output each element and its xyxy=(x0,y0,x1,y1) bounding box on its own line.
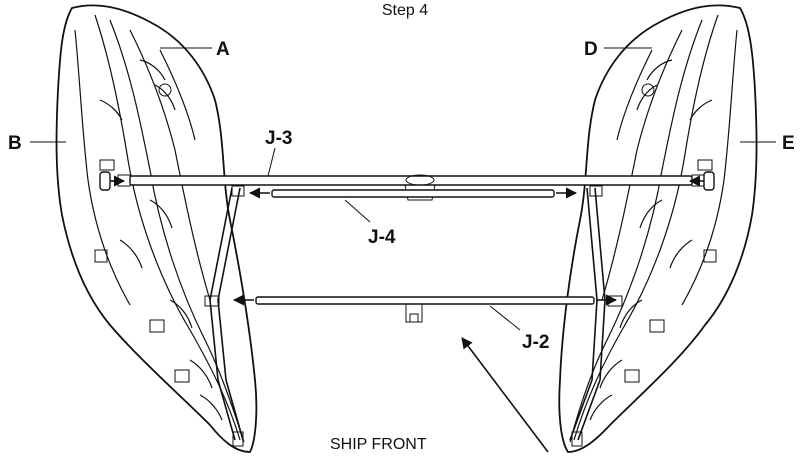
bar-j4 xyxy=(248,187,578,199)
label-e: E xyxy=(782,133,795,154)
label-d: D xyxy=(584,39,598,60)
label-b: B xyxy=(8,133,22,154)
left-hull-panel xyxy=(55,4,258,453)
label-a: A xyxy=(216,39,230,60)
j3-end-fittings xyxy=(99,171,715,191)
label-j4: J-4 xyxy=(368,227,396,248)
label-j3: J-3 xyxy=(265,128,292,149)
ship-front-caption: SHIP FRONT xyxy=(330,436,427,453)
label-j2: J-2 xyxy=(522,332,549,353)
bar-j2 xyxy=(232,294,618,323)
step-title: Step 4 xyxy=(382,2,428,19)
right-hull-panel xyxy=(558,4,758,453)
leader-lines xyxy=(30,47,776,453)
